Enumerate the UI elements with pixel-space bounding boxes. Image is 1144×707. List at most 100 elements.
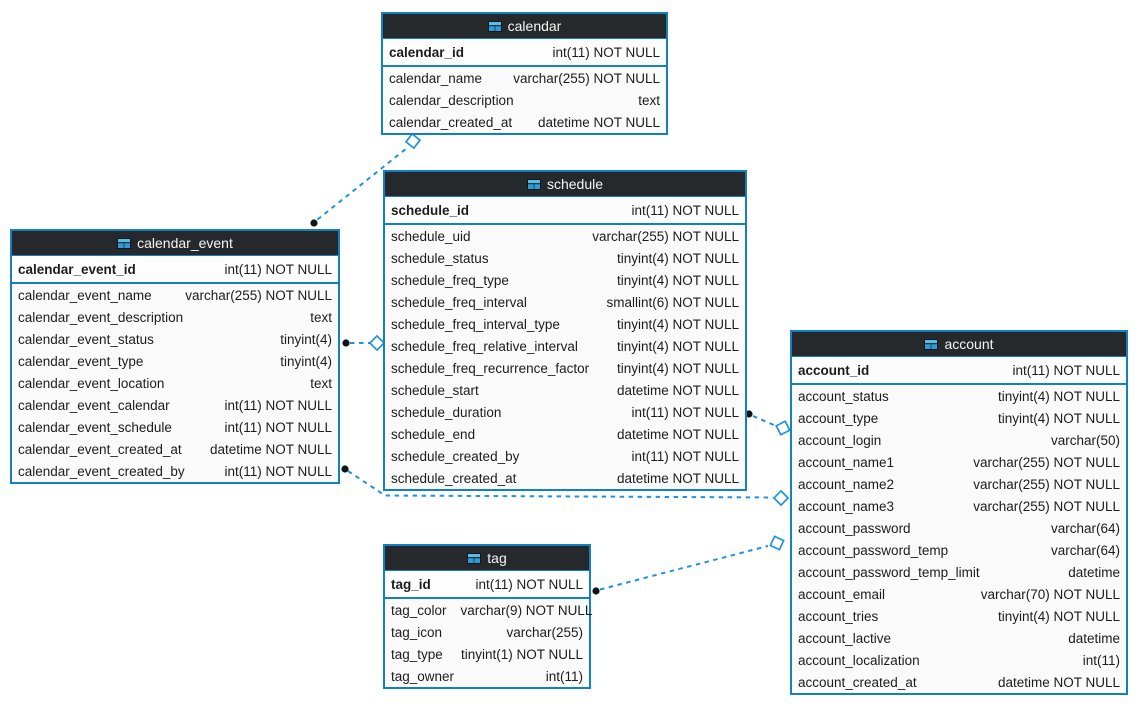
column-name: tag_icon	[391, 624, 443, 640]
column-type: int(11) NOT NULL	[631, 404, 739, 420]
table-column-row[interactable]: calendar_name varchar(255) NOT NULL	[383, 67, 666, 89]
column-name: calendar_event_created_by	[18, 463, 185, 479]
relation-tag-to-account[interactable]	[592, 535, 785, 595]
column-name: calendar_event_calendar	[18, 397, 170, 413]
table-column-row[interactable]: account_name3 varchar(255) NOT NULL	[792, 495, 1126, 517]
relation-calendar_event-to-schedule[interactable]	[342, 334, 386, 352]
relation-calendar_event-to-account[interactable]	[341, 465, 790, 507]
relation-diamond	[769, 535, 785, 551]
table-account[interactable]: account account_id int(11) NOT NULL acco…	[790, 330, 1128, 695]
column-name: schedule_id	[391, 202, 470, 218]
table-calendar[interactable]: calendar calendar_id int(11) NOT NULL ca…	[381, 12, 668, 135]
column-type: varchar(255) NOT NULL	[973, 498, 1120, 514]
column-name: tag_owner	[391, 668, 455, 684]
column-name: calendar_event_schedule	[18, 419, 172, 435]
column-type: varchar(255) NOT NULL	[973, 454, 1120, 470]
column-name: account_lactive	[798, 630, 892, 646]
column-type: tinyint(4) NOT NULL	[997, 388, 1120, 404]
relation-schedule-to-account[interactable]	[745, 410, 791, 436]
column-name: tag_type	[391, 646, 443, 662]
table-header-tag[interactable]: tag	[385, 546, 589, 571]
column-name: account_password_temp_limit	[798, 564, 980, 580]
table-pk-row[interactable]: schedule_id int(11) NOT NULL	[385, 197, 745, 225]
table-pk-row[interactable]: tag_id int(11) NOT NULL	[385, 571, 589, 599]
relation-calendar_event-to-calendar[interactable]	[310, 132, 422, 227]
table-title: schedule	[546, 176, 604, 192]
column-name: schedule_freq_interval_type	[391, 316, 560, 332]
column-name: tag_id	[391, 576, 431, 592]
table-header-schedule[interactable]: schedule	[385, 172, 745, 197]
relation-diamond	[772, 489, 790, 507]
relation-diamond	[404, 132, 422, 150]
column-type: varchar(255) NOT NULL	[513, 70, 660, 86]
column-name: calendar_event_status	[18, 331, 154, 347]
column-type: tinyint(1) NOT NULL	[460, 646, 583, 662]
table-pk-row[interactable]: account_id int(11) NOT NULL	[792, 357, 1126, 385]
column-type: tinyint(4) NOT NULL	[997, 410, 1120, 426]
table-calendar-event[interactable]: calendar_event calendar_event_id int(11)…	[10, 229, 340, 484]
column-name: tag_color	[391, 602, 447, 618]
table-column-row[interactable]: account_lactive datetime	[792, 627, 1126, 649]
relation-dot	[745, 410, 753, 418]
column-type: text	[638, 92, 660, 108]
table-header-account[interactable]: account	[792, 332, 1126, 357]
column-type: int(11) NOT NULL	[224, 419, 332, 435]
table-column-row[interactable]: tag_type tinyint(1) NOT NULL	[385, 643, 589, 665]
table-pk-row[interactable]: calendar_id int(11) NOT NULL	[383, 39, 666, 67]
column-name: schedule_start	[391, 382, 479, 398]
table-schedule[interactable]: schedule schedule_id int(11) NOT NULL sc…	[383, 170, 747, 491]
table-pk-row[interactable]: calendar_event_id int(11) NOT NULL	[12, 256, 338, 284]
table-column-row[interactable]: calendar_event_schedule int(11) NOT NULL	[12, 416, 338, 438]
table-header-calendar[interactable]: calendar	[383, 14, 666, 39]
column-name: schedule_created_by	[391, 448, 520, 464]
column-type: datetime	[1068, 630, 1120, 646]
column-type: smallint(6) NOT NULL	[606, 294, 739, 310]
column-name: account_name3	[798, 498, 895, 514]
column-type: tinyint(4)	[280, 353, 332, 369]
column-name: calendar_name	[389, 70, 483, 86]
table-header-calendar-event[interactable]: calendar_event	[12, 231, 338, 256]
column-name: account_tries	[798, 608, 879, 624]
column-name: calendar_event_id	[18, 261, 136, 277]
